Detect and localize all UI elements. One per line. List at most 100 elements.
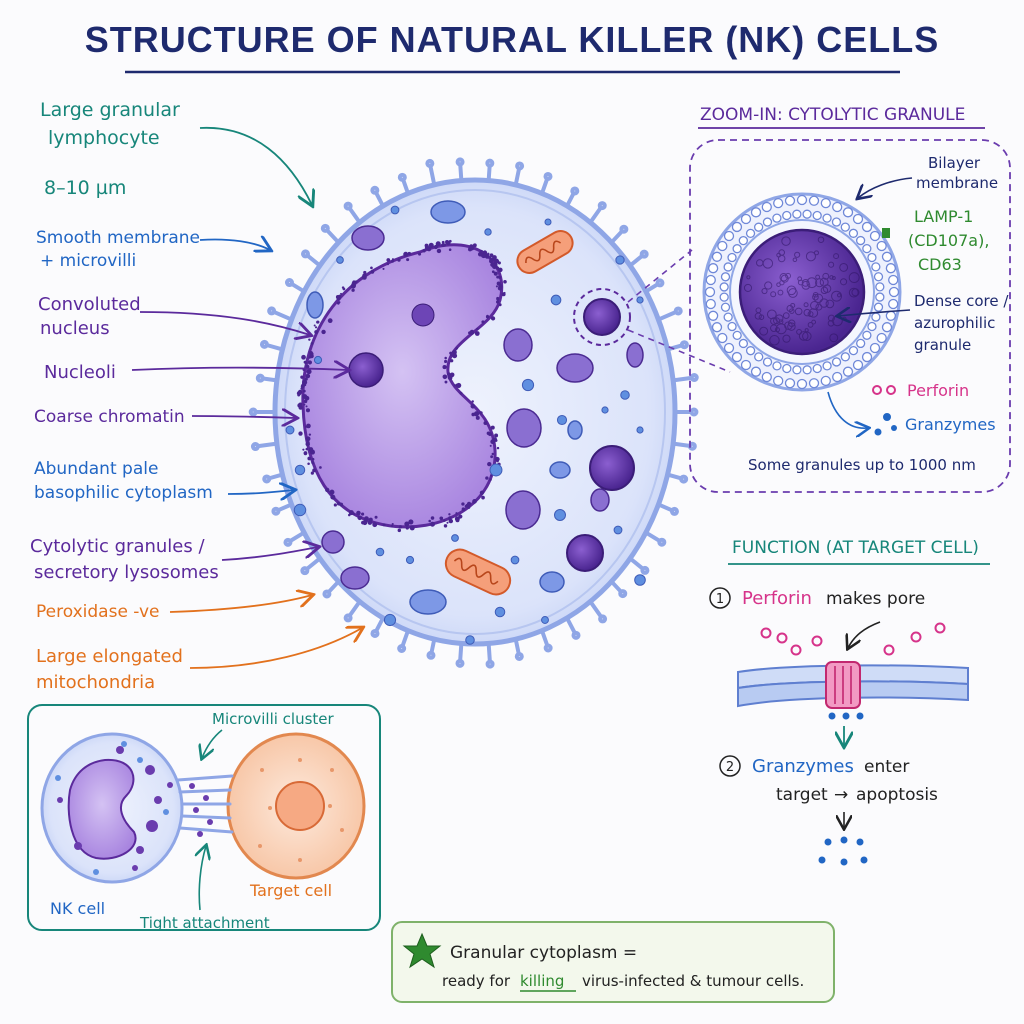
chromatin-clump [305, 436, 311, 442]
chromatin-clump [429, 521, 435, 527]
chromatin-clump [444, 380, 448, 384]
chromatin-clump [489, 253, 494, 258]
chromatin-clump [473, 411, 480, 417]
lipid-head-inner [867, 321, 877, 332]
lipid-head-inner [840, 222, 850, 232]
lipid-head-inner [782, 363, 792, 374]
chromatin-clump [475, 415, 480, 420]
core-granularity [815, 303, 823, 311]
lipid-head-outer [876, 240, 887, 252]
chromatin-clump [469, 246, 475, 251]
chromatin-clump [490, 425, 495, 430]
chromatin-clump [407, 251, 412, 256]
arrow-membrane [199, 239, 270, 250]
zoom-connector-bottom [627, 329, 731, 373]
chromatin-clump [391, 522, 394, 526]
lipid-head-inner [831, 357, 842, 367]
chromatin-clump [307, 456, 312, 461]
core-granularity [825, 299, 835, 309]
arrow-nucleus [139, 311, 310, 335]
lipid-head-outer [731, 351, 743, 363]
label-bilayer: Bilayer [928, 154, 981, 172]
core-granularity [822, 284, 832, 293]
label-smooth-membrane: Smooth membrane [36, 228, 200, 248]
chromatin-clump [313, 324, 316, 327]
microvillus-tip [619, 224, 629, 234]
chromatin-clump [455, 518, 460, 523]
zoom-heading: ZOOM-IN: CYTOLYTIC GRANULE [700, 105, 965, 125]
summary-frame [391, 921, 835, 1003]
chromatin-clump [428, 242, 434, 248]
core-granularity [779, 272, 788, 282]
chromatin-clump [397, 528, 402, 533]
lipid-head-inner [822, 213, 832, 223]
lipid-head-outer [740, 359, 752, 371]
lipid-head-inner [822, 361, 832, 371]
chromatin-clump [435, 241, 441, 247]
vesicle [465, 635, 475, 645]
lipid-head-inner [873, 302, 884, 312]
cytoplasmic-vesicles [285, 205, 646, 645]
lipid-head-inner [753, 222, 764, 232]
vesicle [336, 256, 344, 264]
chromatin-clump [487, 461, 492, 467]
core-granularity [819, 298, 829, 308]
chromatin-clump [403, 251, 409, 257]
chromatin-clump [310, 342, 314, 345]
microvillus-tip [248, 407, 258, 417]
lipid-head-inner [792, 209, 802, 219]
lipid-head-outer [705, 274, 716, 286]
core-granularity [833, 253, 840, 260]
core-granularity [743, 283, 753, 292]
core-granularity [822, 272, 830, 280]
chromatin-clump [448, 513, 451, 516]
lipid-head-outer [784, 378, 796, 389]
lipid-head-outer [852, 213, 864, 225]
chromatin-clump [356, 510, 361, 516]
lipid-head-inner [772, 361, 782, 371]
core-granularity [782, 334, 791, 343]
granzymes-through-pore [828, 712, 864, 720]
lipid-head-outer [705, 298, 716, 310]
chromatin-clump [456, 382, 462, 388]
arrow-dense-core [838, 310, 911, 316]
chromatin-clump [496, 281, 501, 286]
core-granularity [759, 326, 769, 336]
core-granularity [770, 291, 777, 298]
core-granularity [761, 287, 768, 295]
lipid-head-inner [719, 292, 729, 302]
chromatin-clump [382, 267, 385, 270]
lipid-head-outer [761, 201, 772, 213]
core-granularity [827, 319, 835, 327]
microvillus-tip [485, 158, 495, 168]
core-granularity [813, 250, 819, 256]
lipid-head-outer [832, 201, 843, 213]
chromatin-clump [330, 494, 336, 500]
core-granularity [831, 276, 836, 281]
vesicle [554, 509, 566, 521]
lipid-head-outer [861, 351, 873, 363]
core-granularity [797, 279, 804, 286]
microvillus-tip [679, 474, 689, 484]
lipid-head-outer [773, 375, 784, 387]
lipid-head-inner [754, 352, 764, 362]
chromatin-clump [406, 258, 410, 262]
target-cell-dots [258, 758, 344, 862]
lipid-head-outer [842, 207, 854, 218]
lipid-head-inner [720, 272, 731, 282]
chromatin-clump [485, 254, 490, 259]
arrow-microvilli-cluster [202, 729, 223, 758]
left-labels: Large granular lymphocyte 8–10 µm Smooth… [30, 99, 362, 693]
chromatin-clump [409, 525, 415, 531]
label-azurophilic: azurophilic [914, 314, 995, 332]
chromatin-clump [449, 372, 455, 378]
lipid-head-inner [862, 243, 872, 254]
label-abundant: Abundant pale [34, 459, 158, 479]
lipid-head-outer [704, 286, 716, 298]
core-granularity [811, 319, 817, 325]
lipid-head-inner [875, 282, 885, 292]
chromatin-clump [447, 372, 451, 376]
chromatin-clump [391, 260, 394, 263]
arrow-to-pore [848, 621, 881, 648]
chromatin-clump [485, 476, 489, 480]
